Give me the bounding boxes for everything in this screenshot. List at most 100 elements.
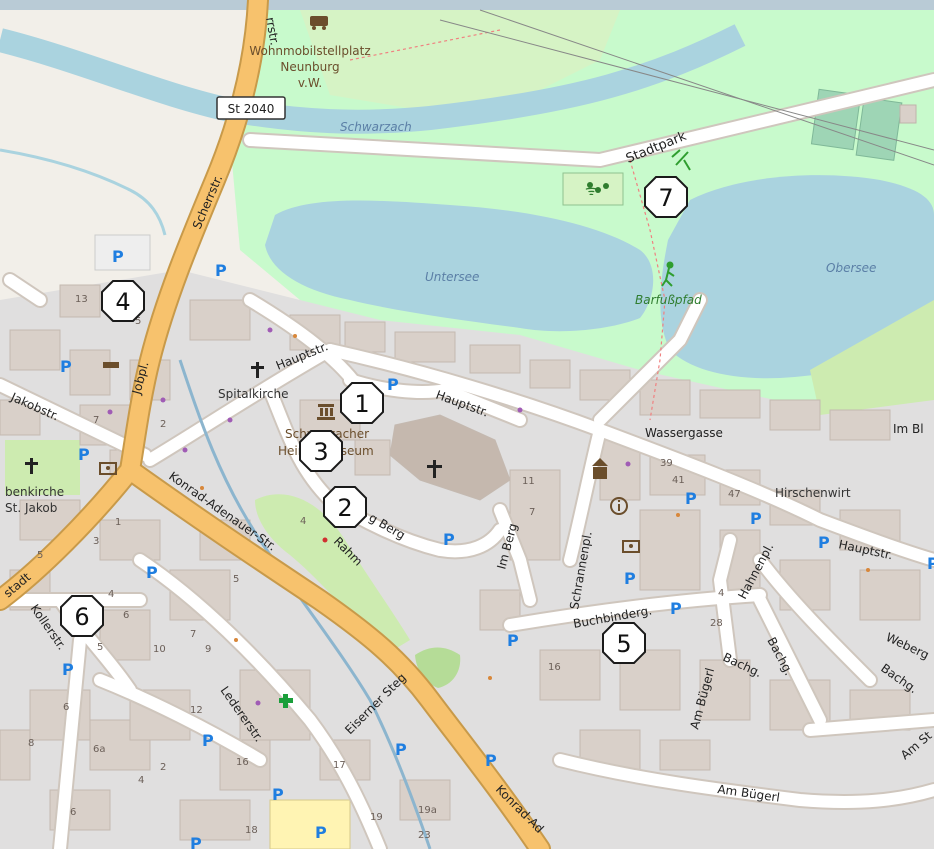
svg-text:13: 13 [75, 294, 88, 305]
svg-text:P: P [62, 660, 74, 679]
footpaths [349, 29, 666, 421]
svg-text:St 2040: St 2040 [228, 102, 275, 116]
svg-text:P: P [112, 247, 124, 266]
hotel-icon [103, 362, 119, 368]
bank-icon [622, 540, 640, 553]
schwarzach-river [0, 24, 746, 134]
svg-text:5: 5 [616, 630, 631, 658]
svg-text:P: P [443, 530, 455, 549]
svg-text:P: P [485, 751, 497, 770]
wohnmobil-label-1: Wohnmobilstellplatz [249, 44, 370, 58]
svg-text:19: 19 [370, 812, 383, 823]
svg-text:19a: 19a [418, 805, 437, 816]
parking-symbols: P P P P P P P P P P P P P P P P P P P P … [60, 234, 934, 853]
untersee-label: Untersee [425, 270, 479, 284]
school-building [269, 799, 351, 850]
marker-2[interactable]: 2 [323, 486, 367, 528]
svg-text:P: P [624, 569, 636, 588]
svg-text:P: P [387, 375, 399, 394]
svg-text:6a: 6a [93, 744, 106, 755]
hiking-icon [661, 261, 675, 287]
svg-text:P: P [60, 357, 72, 376]
svg-text:P: P [190, 834, 202, 849]
poi-dots [107, 327, 631, 706]
svg-text:P: P [272, 785, 284, 804]
stream [0, 148, 167, 236]
svg-text:4: 4 [108, 589, 114, 600]
svg-text:P: P [507, 631, 519, 650]
fitness-icon [671, 149, 691, 171]
barfusspfad-label: Barfußpfad [635, 293, 702, 307]
spitalkirche-label: Spitalkirche [218, 387, 289, 401]
svg-text:P: P [818, 533, 830, 552]
svg-text:11: 11 [522, 476, 535, 487]
svg-text:P: P [670, 599, 682, 618]
svg-text:3: 3 [313, 438, 328, 466]
svg-text:P: P [315, 823, 327, 842]
primary-roads [0, 0, 551, 853]
church-icon [25, 458, 38, 474]
church-icon [251, 362, 264, 378]
street-wassergasse: Wassergasse [645, 426, 723, 440]
bank-icon [99, 462, 117, 475]
map-top-strip [0, 0, 934, 10]
church-icon [427, 460, 442, 478]
playground-icon: ᯤ [562, 172, 624, 206]
kirche-label-1: benkirche [5, 485, 64, 499]
svg-text:5: 5 [233, 574, 239, 585]
svg-text:5: 5 [97, 642, 103, 653]
svg-text:2: 2 [160, 419, 166, 430]
svg-text:5: 5 [37, 550, 43, 561]
marker-4[interactable]: 4 [101, 280, 145, 322]
street-im-bl: Im Bl [893, 422, 924, 436]
svg-text:4: 4 [115, 288, 130, 316]
svg-text:39: 39 [660, 458, 673, 469]
poi-dots-orange [200, 334, 870, 680]
meadow-area [300, 10, 620, 110]
svg-text:17: 17 [333, 760, 346, 771]
obersee-label: Obersee [826, 261, 876, 275]
svg-text:P: P [146, 563, 158, 582]
house-numbers: 13 5 7 2 1 3 5 4 6 5 10 7 9 5 6 8 6a 4 2… [28, 294, 741, 841]
svg-text:4: 4 [300, 516, 306, 527]
svg-text:1: 1 [115, 517, 121, 528]
svg-text:3: 3 [93, 536, 99, 547]
hirschenwirt-label: Hirschenwirt [775, 486, 851, 500]
pharmacy-icon [279, 694, 293, 708]
svg-text:4: 4 [718, 588, 724, 599]
svg-text:6: 6 [70, 807, 76, 818]
marker-7[interactable]: 7 [644, 176, 688, 218]
museum-icon [317, 404, 335, 420]
power-line [439, 9, 934, 166]
marker-6[interactable]: 6 [60, 595, 104, 637]
street-scherrstr-top: rrstr. [263, 16, 282, 46]
poi-dot-red [322, 537, 328, 543]
svg-text:P: P [215, 261, 227, 280]
svg-text:28: 28 [710, 618, 723, 629]
svg-text:2: 2 [337, 494, 352, 522]
grass-area [810, 300, 934, 415]
building [899, 104, 917, 124]
svg-text:P: P [78, 445, 90, 464]
svg-text:5: 5 [135, 316, 141, 327]
svg-text:6: 6 [74, 603, 89, 631]
stream-2 [178, 359, 432, 850]
svg-text:10: 10 [153, 644, 166, 655]
svg-text:P: P [202, 731, 214, 750]
townhall-icon [592, 458, 608, 479]
svg-text:9: 9 [205, 644, 211, 655]
marker-5[interactable]: 5 [602, 622, 646, 664]
marker-3[interactable]: 3 [299, 430, 343, 472]
camper-icon [310, 16, 328, 30]
road-shield: St 2040 [216, 96, 286, 120]
churchyard [5, 440, 80, 495]
svg-text:7: 7 [658, 184, 673, 212]
svg-text:1: 1 [354, 390, 369, 418]
svg-text:2: 2 [160, 762, 166, 773]
marker-1[interactable]: 1 [340, 382, 384, 424]
svg-text:6: 6 [123, 610, 129, 621]
svg-text:23: 23 [418, 830, 431, 841]
svg-text:47: 47 [728, 489, 741, 500]
